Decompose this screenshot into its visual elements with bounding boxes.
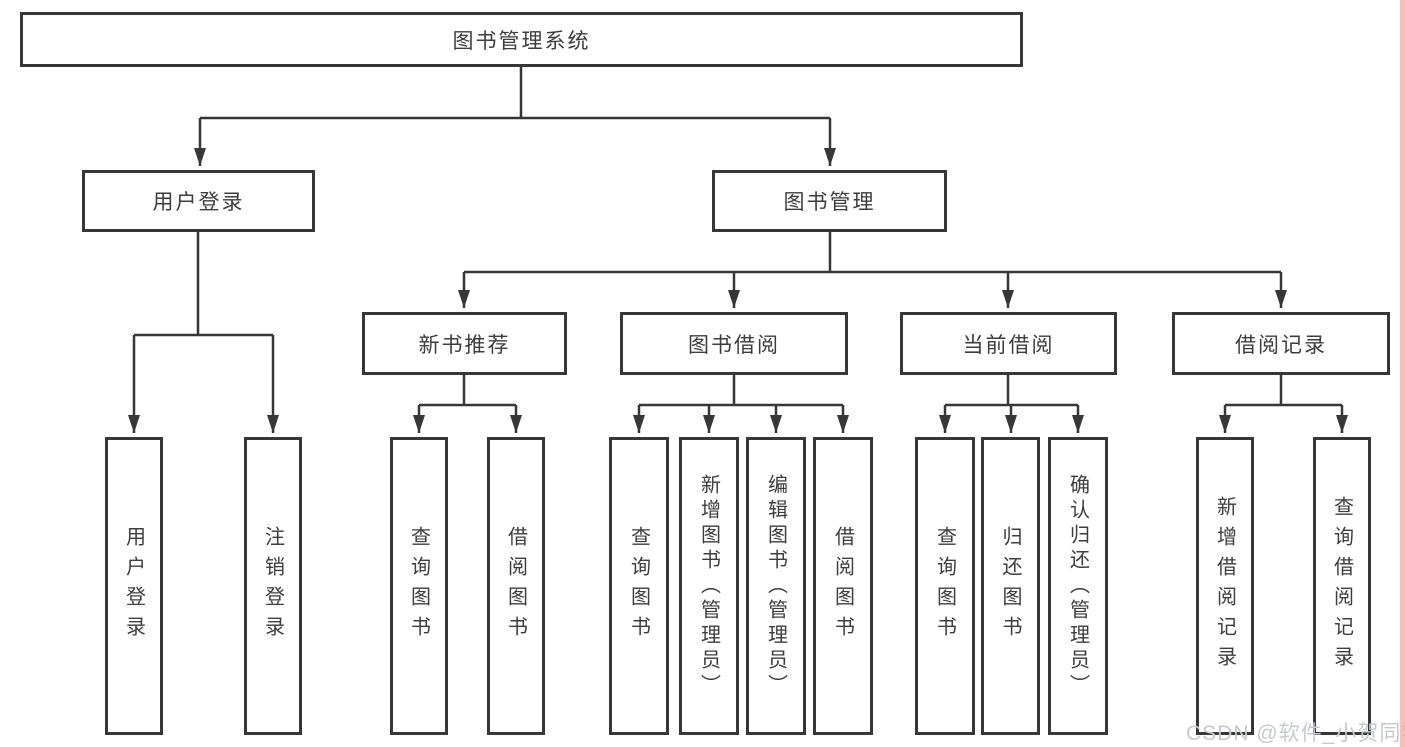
- node-root-label: 图书管理系统: [452, 29, 591, 53]
- leaf-user-login-label: 用户登录: [122, 526, 145, 646]
- leaf-recommend-query-books-label: 查询图书: [407, 526, 430, 646]
- node-user-login: 用户登录: [82, 170, 315, 232]
- leaf-borrow-borrow-books: 借阅图书: [813, 437, 873, 735]
- leaf-current-confirm-return-admin-label: 确认归还（管理员）: [1066, 473, 1089, 699]
- node-root: 图书管理系统: [20, 12, 1023, 67]
- leaf-current-confirm-return-admin: 确认归还（管理员）: [1048, 437, 1108, 735]
- leaf-borrow-query-books-label: 查询图书: [627, 526, 650, 646]
- leaf-borrow-borrow-books-label: 借阅图书: [831, 526, 854, 646]
- leaf-recommend-query-books: 查询图书: [390, 437, 448, 735]
- leaf-borrow-add-books-admin-label: 新增图书（管理员）: [697, 473, 720, 699]
- leaf-records-add-record-label: 新增借阅记录: [1213, 496, 1236, 676]
- node-borrow-records: 借阅记录: [1172, 312, 1390, 375]
- leaf-logout-label: 注销登录: [261, 526, 284, 646]
- node-user-login-label: 用户登录: [152, 191, 245, 214]
- node-current-borrow-label: 当前借阅: [962, 333, 1055, 357]
- leaf-recommend-borrow-books: 借阅图书: [487, 437, 545, 735]
- node-borrow-records-label: 借阅记录: [1235, 333, 1327, 357]
- right-edge-strip: [1400, 0, 1405, 747]
- leaf-borrow-add-books-admin: 新增图书（管理员）: [679, 437, 739, 735]
- leaf-borrow-query-books: 查询图书: [609, 437, 669, 735]
- leaf-records-query-record: 查询借阅记录: [1313, 437, 1371, 735]
- leaf-user-login: 用户登录: [105, 437, 163, 735]
- csdn-watermark: CSDN @软件_小贺同学: [1186, 722, 1405, 745]
- node-book-management-label: 图书管理: [783, 191, 876, 214]
- leaf-borrow-edit-books-admin: 编辑图书（管理员）: [746, 437, 806, 735]
- leaf-current-query-books: 查询图书: [915, 437, 975, 735]
- leaf-current-return-books: 归还图书: [981, 437, 1040, 735]
- node-current-borrow: 当前借阅: [900, 312, 1117, 375]
- leaf-logout: 注销登录: [244, 437, 302, 735]
- node-new-book-recommend-label: 新书推荐: [418, 333, 511, 357]
- node-book-borrow: 图书借阅: [620, 312, 848, 375]
- node-book-management: 图书管理: [712, 170, 947, 232]
- node-book-borrow-label: 图书借阅: [688, 333, 780, 357]
- leaf-recommend-borrow-books-label: 借阅图书: [504, 526, 527, 646]
- leaf-borrow-edit-books-admin-label: 编辑图书（管理员）: [764, 473, 787, 699]
- leaf-records-add-record: 新增借阅记录: [1196, 437, 1254, 735]
- leaf-current-query-books-label: 查询图书: [933, 526, 956, 646]
- leaf-current-return-books-label: 归还图书: [999, 526, 1021, 646]
- leaf-records-query-record-label: 查询借阅记录: [1330, 496, 1353, 676]
- node-new-book-recommend: 新书推荐: [362, 312, 567, 375]
